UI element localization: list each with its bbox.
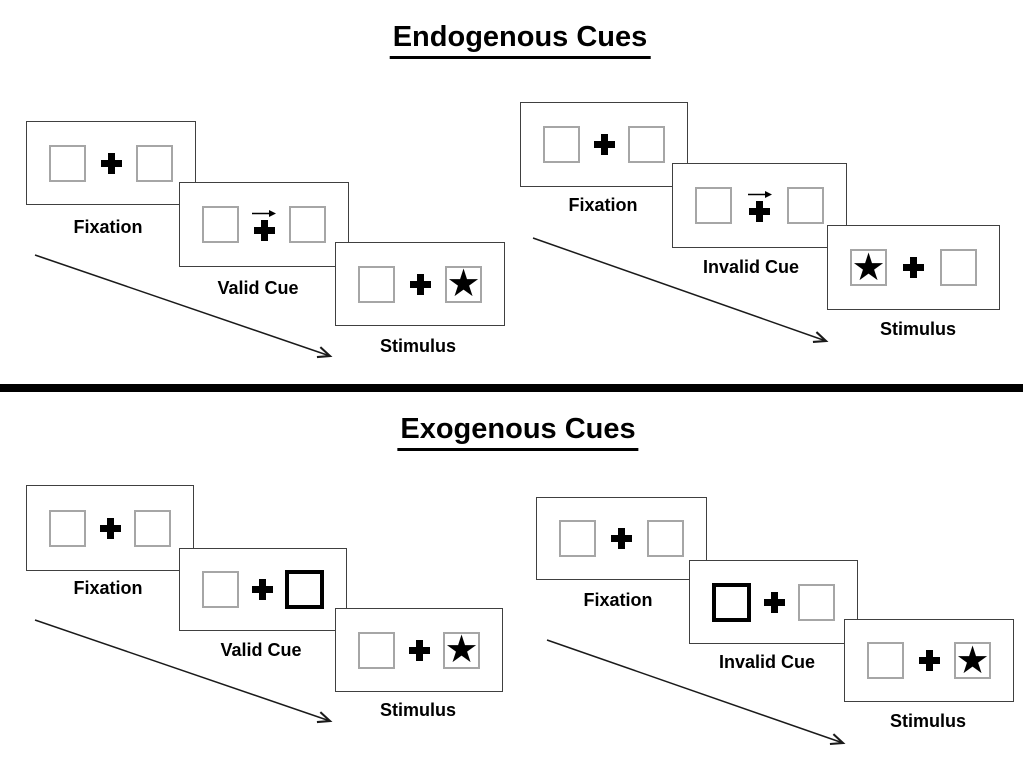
panel-exogenous-invalid-fixation: [536, 497, 707, 580]
panel-endogenous-invalid-cue: [672, 163, 847, 248]
right-box: [940, 249, 977, 286]
left-box: [867, 642, 904, 679]
star-stimulus-icon: ★: [446, 265, 481, 303]
panel-endogenous-valid-stimulus: ★: [335, 242, 505, 326]
fixation-cross-icon: [918, 650, 940, 671]
left-box: [559, 520, 596, 557]
panel-exogenous-valid-cue: [179, 548, 347, 631]
fixation-cross-icon: [764, 591, 785, 613]
fixation-cross-icon: [408, 639, 430, 661]
panel-endogenous-valid-fixation: [26, 121, 196, 205]
step-label-invalid-cue: Invalid Cue: [718, 652, 816, 672]
step-label-fixation: Fixation: [568, 195, 638, 215]
step-label-valid-cue: Valid Cue: [220, 640, 302, 660]
step-label-invalid-cue: Invalid Cue: [702, 257, 800, 277]
section-divider: [0, 384, 1023, 392]
cue-arrow-right-icon: [747, 191, 772, 198]
panel-endogenous-invalid-fixation: [520, 102, 688, 187]
panel-exogenous-valid-stimulus: ★: [335, 608, 503, 692]
right-box: [787, 187, 824, 224]
fixation-cross-icon: [593, 134, 615, 155]
sequence-arrow: [532, 237, 829, 344]
step-label-fixation: Fixation: [73, 578, 143, 598]
panel-exogenous-invalid-stimulus: ★: [844, 619, 1014, 702]
left-box: [202, 206, 239, 243]
step-label-fixation: Fixation: [583, 590, 653, 610]
section-title-exogenous: Exogenous Cues: [397, 413, 639, 451]
step-label-stimulus: Stimulus: [379, 700, 457, 720]
central-cue: [747, 189, 773, 222]
right-box: [134, 509, 171, 547]
fixation-cross-icon: [99, 517, 121, 539]
panel-exogenous-invalid-cue: [689, 560, 858, 644]
sequence-arrow: [34, 254, 333, 359]
right-box: [628, 126, 665, 163]
left-box: [49, 144, 86, 182]
step-label-stimulus: Stimulus: [379, 336, 457, 356]
left-box-cued-bold: [712, 582, 751, 622]
panel-endogenous-valid-cue: [179, 182, 349, 267]
left-box-with-star: ★: [850, 249, 887, 286]
right-box-with-star: ★: [443, 631, 480, 669]
panel-exogenous-valid-fixation: [26, 485, 194, 571]
step-label-valid-cue: Valid Cue: [217, 278, 299, 298]
left-box: [49, 509, 86, 547]
fixation-cross-icon: [253, 220, 275, 241]
left-box: [358, 265, 395, 303]
right-box-cued-bold: [285, 570, 324, 609]
fixation-cross-icon: [409, 273, 431, 295]
fixation-cross-icon: [611, 528, 632, 549]
fixation-cross-icon: [251, 579, 273, 600]
right-box: [136, 144, 173, 182]
right-box-with-star: ★: [445, 265, 482, 303]
sequence-arrow: [546, 639, 846, 746]
star-stimulus-icon: ★: [851, 249, 886, 286]
star-stimulus-icon: ★: [955, 642, 990, 679]
step-label-stimulus: Stimulus: [879, 319, 957, 339]
left-box: [358, 631, 395, 669]
right-box: [798, 583, 835, 621]
fixation-cross-icon: [749, 201, 770, 222]
left-box: [202, 571, 239, 608]
right-box: [647, 520, 684, 557]
fixation-cross-icon: [100, 152, 122, 174]
cue-arrow-right-icon: [252, 210, 276, 217]
left-box: [695, 187, 732, 224]
sequence-arrow: [34, 619, 333, 724]
section-title-endogenous: Endogenous Cues: [389, 21, 651, 59]
panel-endogenous-invalid-stimulus: ★: [827, 225, 1000, 310]
left-box: [543, 126, 580, 163]
step-label-stimulus: Stimulus: [889, 711, 967, 731]
star-stimulus-icon: ★: [444, 631, 479, 669]
step-label-fixation: Fixation: [73, 217, 143, 237]
right-box: [289, 206, 326, 243]
right-box-with-star: ★: [954, 642, 991, 679]
central-cue: [251, 208, 277, 241]
fixation-cross-icon: [903, 257, 924, 278]
